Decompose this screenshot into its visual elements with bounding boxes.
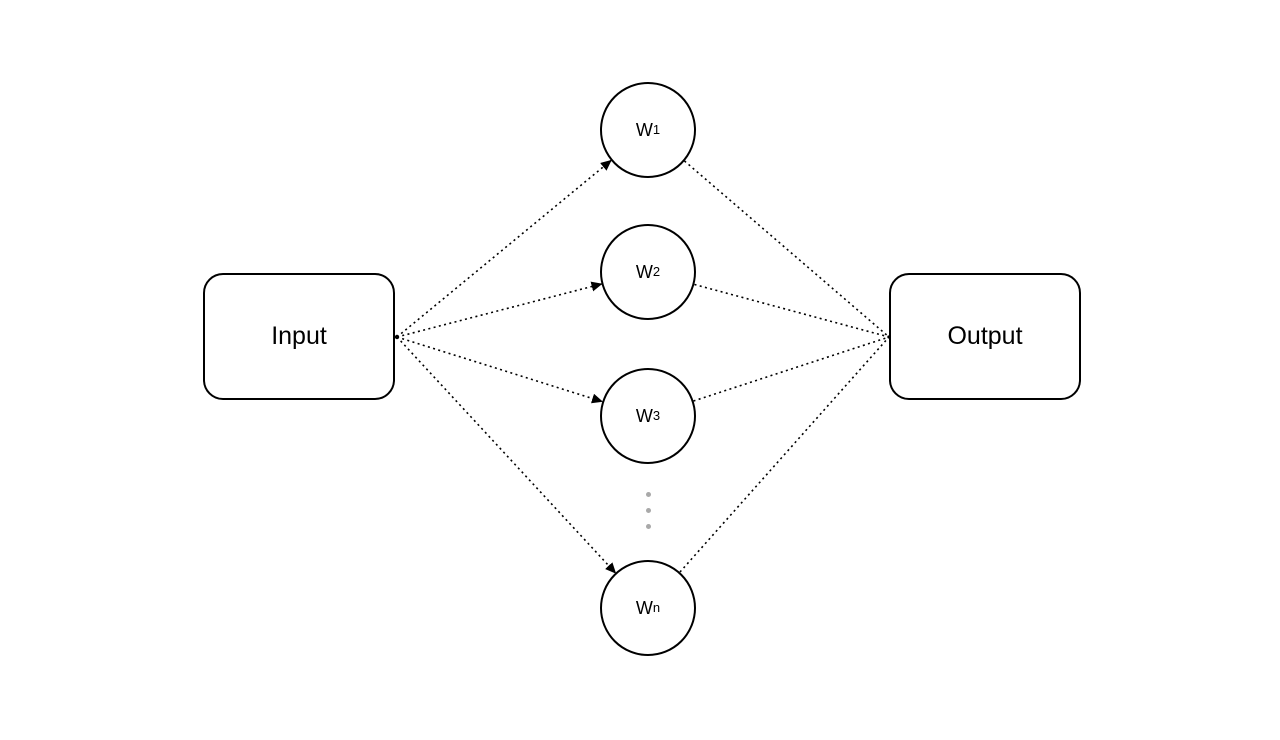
output-box-label: Output <box>947 322 1023 350</box>
input-box: Input <box>203 273 395 400</box>
weight-node-w1-label: W <box>635 119 653 140</box>
ellipsis-dot <box>646 508 651 513</box>
output-box: Output <box>889 273 1081 400</box>
edge-input-to-wn <box>396 336 617 574</box>
edge-input-to-w2 <box>396 281 603 338</box>
edge-wn-to-output <box>679 336 890 573</box>
edge-w2-to-output <box>694 283 890 338</box>
weight-node-w2-label: W <box>635 261 653 282</box>
vertical-ellipsis <box>646 492 651 529</box>
edge-w1-to-output <box>683 160 890 338</box>
weight-node-w3-label: W <box>635 405 653 426</box>
edge-w3-to-output <box>693 336 890 402</box>
edge-input-to-w3 <box>396 336 603 404</box>
ellipsis-dot <box>646 492 651 497</box>
fan-out-point <box>394 334 400 340</box>
edge-input-to-w1 <box>396 159 612 338</box>
ellipsis-dot <box>646 524 651 529</box>
input-box-label: Input <box>271 322 327 350</box>
weight-node-wn-label: W <box>635 597 653 618</box>
